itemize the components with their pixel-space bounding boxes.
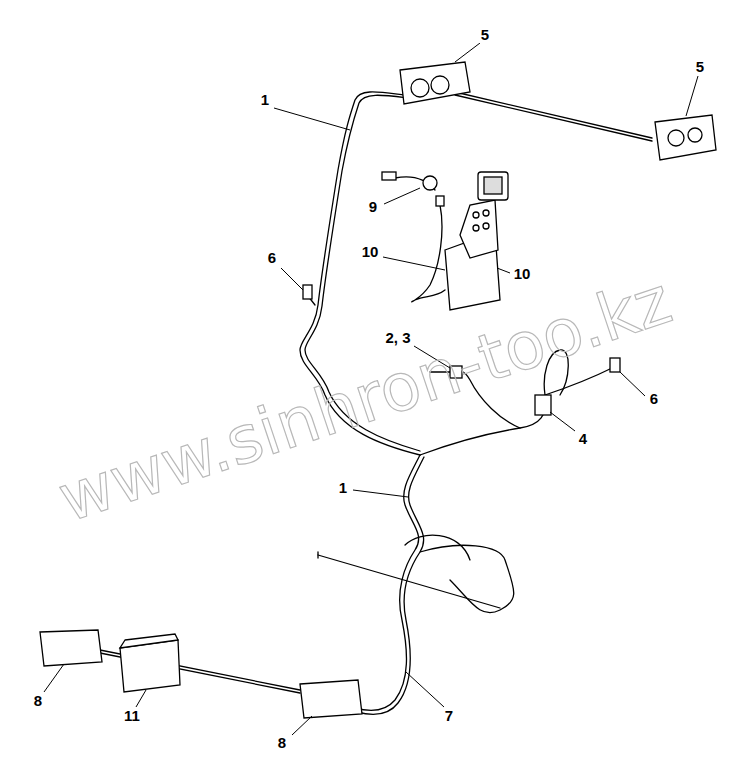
callout-number: 6 — [648, 391, 660, 407]
callout-number: 10 — [360, 244, 381, 260]
lamp-lens — [411, 79, 429, 97]
wire — [455, 92, 652, 138]
callout-number: 8 — [276, 735, 288, 751]
wire — [355, 455, 420, 710]
plate-light-top — [120, 634, 178, 648]
sensor — [423, 176, 437, 190]
callout-number: 6 — [266, 250, 278, 266]
callout-number: 7 — [443, 708, 455, 724]
terminal-screen — [478, 172, 508, 200]
parts — [40, 62, 716, 718]
callout-number: 9 — [367, 199, 379, 215]
callout-number: 4 — [577, 431, 589, 447]
sensor-plug — [382, 172, 396, 180]
key — [473, 225, 479, 231]
lamp-lens — [688, 128, 702, 142]
connector — [610, 358, 620, 372]
wire — [412, 205, 445, 302]
lamp-lens — [431, 76, 449, 94]
screen-glass — [484, 177, 502, 194]
terminal-keypad — [460, 200, 498, 258]
wire — [317, 552, 318, 558]
connector — [303, 285, 312, 299]
callout-number: 8 — [32, 693, 44, 709]
wire — [455, 95, 652, 141]
watermark: www.sinhron-too.kz — [51, 267, 679, 532]
plate-light — [120, 640, 180, 692]
work-lamp — [400, 62, 470, 104]
wire — [420, 545, 514, 612]
work-lamp — [655, 115, 716, 160]
leader-lines — [44, 43, 698, 735]
lamp-lens — [668, 130, 684, 146]
wire — [405, 535, 470, 560]
callout-number: 1 — [259, 92, 271, 108]
wire — [545, 368, 612, 395]
callout-number: 5 — [694, 59, 706, 75]
callout-number: 2, 3 — [383, 330, 412, 346]
callout-number: 5 — [479, 27, 491, 43]
sensor-plug — [436, 196, 444, 206]
callout-number: 10 — [512, 266, 533, 282]
wire — [318, 555, 500, 608]
rear-lamp — [40, 630, 102, 666]
key — [473, 212, 479, 218]
key — [483, 223, 489, 229]
callout-number: 1 — [337, 480, 349, 496]
callout-number: 11 — [122, 708, 142, 724]
fuse-block — [535, 395, 551, 415]
wire — [357, 457, 424, 714]
rear-lamp — [300, 680, 362, 718]
key — [483, 210, 489, 216]
